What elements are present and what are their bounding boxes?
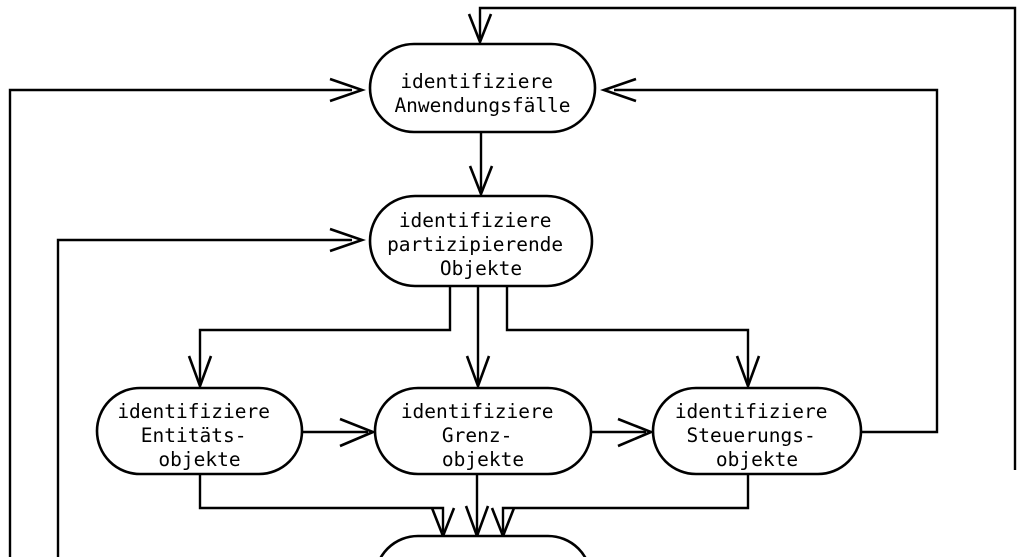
edge-top-into-node1 — [467, 6, 1017, 470]
edge-steuerungsobjekte-to-bottom — [490, 474, 750, 540]
edge-node2-to-steuerungsobjekte — [505, 286, 761, 390]
edge-steuerungs-to-node1 — [600, 77, 939, 434]
node-grenzobjekte-label: identifiziere Grenz- objekte — [401, 400, 565, 471]
edge-layer — [8, 6, 1017, 557]
edge-grenzobjekte-to-steuerungsobjekte — [591, 417, 655, 448]
node-bottom-partial[interactable] — [375, 534, 591, 557]
node-layer: identifiziere Anwendungsfälle identifizi… — [95, 42, 863, 557]
edge-node2-to-grenzobjekte — [465, 286, 491, 390]
node-grenzobjekte-shape — [373, 386, 593, 476]
edge-left-return-into-node2 — [56, 227, 366, 557]
node-partizipierende-objekte[interactable]: identifiziere partizipierende Objekte — [368, 194, 594, 288]
node-entitaetsobjekte[interactable]: identifiziere Entitäts- objekte — [95, 386, 304, 476]
edge-grenzobjekte-to-bottom — [464, 474, 490, 540]
node-partizipierende-objekte-shape — [368, 194, 594, 288]
node-entitaetsobjekte-shape — [95, 386, 304, 476]
node-anwendungsfaelle-label: identifiziere Anwendungsfälle — [394, 70, 570, 117]
node-steuerungsobjekte[interactable]: identifiziere Steuerungs- objekte — [651, 386, 863, 476]
edge-entitaetsobjekte-to-bottom — [198, 474, 456, 540]
node-entitaetsobjekte-label: identifiziere Entitäts- objekte — [117, 400, 281, 471]
node-anwendungsfaelle[interactable]: identifiziere Anwendungsfälle — [368, 42, 597, 134]
node-grenzobjekte[interactable]: identifiziere Grenz- objekte — [373, 386, 593, 476]
edge-entitaetsobjekte-to-grenzobjekte — [302, 417, 377, 448]
node-anwendungsfaelle-shape — [368, 42, 597, 134]
node-partizipierende-objekte-label: identifiziere partizipierende Objekte — [387, 209, 575, 280]
node-steuerungsobjekte-shape — [651, 386, 863, 476]
edge-node2-to-entitaetsobjekte — [187, 286, 452, 390]
edge-node1-to-node2 — [468, 132, 494, 198]
node-bottom-partial-shape — [379, 534, 587, 557]
node-steuerungsobjekte-label: identifiziere Steuerungs- objekte — [675, 400, 839, 471]
edge-left-return-into-node1 — [8, 77, 366, 557]
